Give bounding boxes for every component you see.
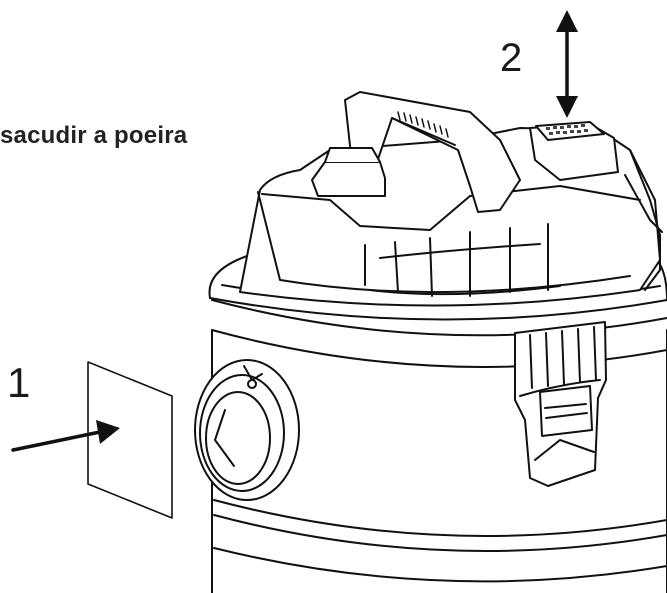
double-arrow-vertical-icon [556,10,578,118]
filter-sheet [88,362,172,518]
tank-body [212,300,667,593]
power-switch [312,148,385,196]
filter-shake-button [530,122,618,180]
arrow-right-icon [13,420,120,450]
hose-inlet [195,360,299,500]
step-2-label: 2 [500,36,523,80]
side-latch [515,322,606,486]
instruction-caption: sacudir a poeira [0,122,188,149]
step-1-label: 1 [7,359,31,406]
